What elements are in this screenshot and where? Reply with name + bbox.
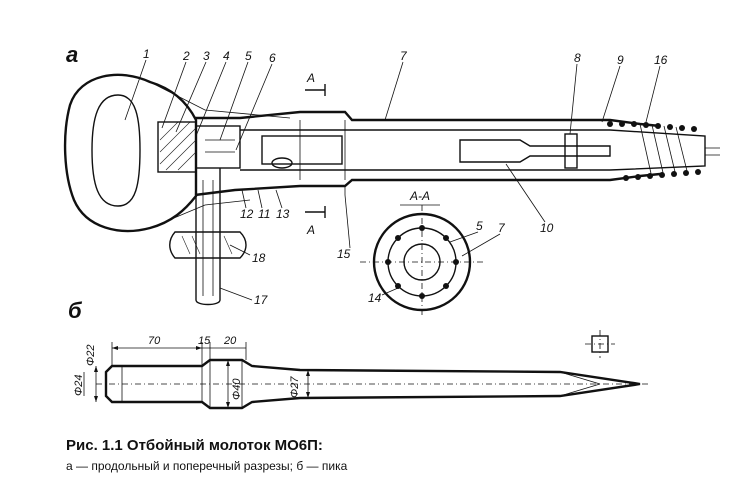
callout-13: 13 <box>276 207 290 221</box>
caption-subtitle: а — продольный и поперечный разрезы; б —… <box>66 459 348 473</box>
callout-3: 3 <box>203 49 210 63</box>
callout-18: 18 <box>252 251 266 265</box>
dim-dia-24: Φ24 <box>73 375 85 396</box>
section-mark-bottom: А <box>306 223 315 237</box>
callout-9: 9 <box>617 53 624 67</box>
callout-10: 10 <box>540 221 554 235</box>
section-title: А-А <box>409 189 430 203</box>
callout-7: 7 <box>400 49 408 63</box>
dim-dia-22: Φ22 <box>85 345 97 366</box>
callout-12: 12 <box>240 207 254 221</box>
dim-dia-27: Φ27 <box>289 376 301 398</box>
callout-2: 2 <box>182 49 190 63</box>
dim-length-70: 70 <box>148 335 161 347</box>
callout-numbers: 1 2 3 4 5 6 7 8 9 16 10 12 11 13 18 17 1… <box>143 47 668 307</box>
handle <box>63 73 291 233</box>
section-mark-top: А <box>306 71 315 85</box>
callout-section-5: 5 <box>476 219 483 233</box>
callout-14: 14 <box>368 291 382 305</box>
callout-5: 5 <box>245 49 252 63</box>
spring-coil <box>607 121 701 181</box>
section-marks: А А <box>305 71 326 237</box>
callout-4: 4 <box>223 49 230 63</box>
callout-15: 15 <box>337 247 351 261</box>
part-b-label: б <box>68 298 83 323</box>
callout-1: 1 <box>143 47 150 61</box>
callout-section-7: 7 <box>498 221 506 235</box>
callout-8: 8 <box>574 51 581 65</box>
part-a-label: а <box>66 42 78 67</box>
dim-length-15: 15 <box>198 335 211 347</box>
callout-16: 16 <box>654 53 668 67</box>
callout-6: 6 <box>269 51 276 65</box>
leader-lines <box>124 59 661 301</box>
pick-dimensions: 70 15 20 Φ22 Φ24 Φ40 Φ27 <box>73 335 310 408</box>
caption-title: Рис. 1.1 Отбойный молоток МО6П: <box>66 437 323 454</box>
dim-dia-40: Φ40 <box>231 378 243 400</box>
figure-caption: Рис. 1.1 Отбойный молоток МО6П: а — прод… <box>66 437 348 473</box>
callout-17: 17 <box>254 293 269 307</box>
air-inlet <box>169 168 247 306</box>
cross-section: А-А <box>360 189 484 318</box>
dim-length-20: 20 <box>223 335 237 347</box>
pick-drawing <box>96 330 650 410</box>
callout-11: 11 <box>258 207 270 221</box>
hammer-body <box>157 110 720 197</box>
